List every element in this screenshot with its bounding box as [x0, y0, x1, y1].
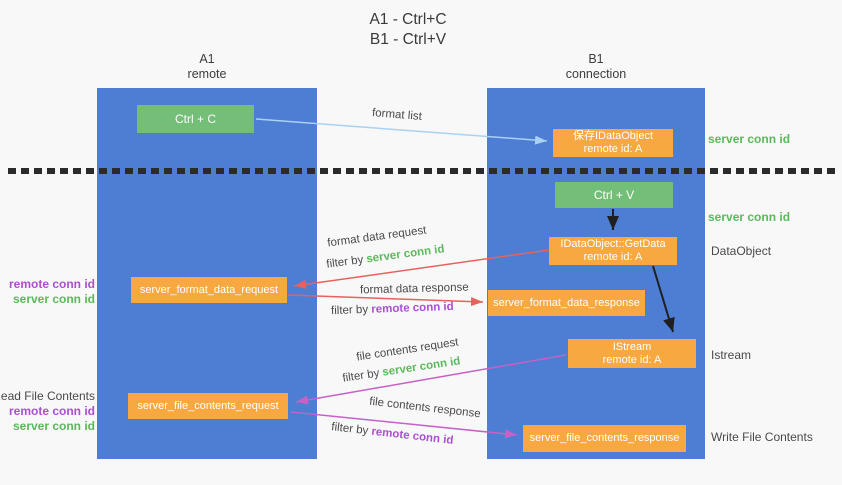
format-data-response-arrow	[287, 294, 484, 307]
remote-conn-id-text: remote conn id	[371, 300, 454, 316]
node-server-file-contents-request: server_file_contents_request	[128, 393, 288, 419]
format-data-response-label: format data response	[359, 281, 469, 297]
server-conn-id-text: server conn id	[365, 243, 446, 266]
filter-by-text: filter by	[325, 253, 365, 271]
dataobject-annotation: DataObject	[711, 244, 772, 258]
format-data-response-filter-label: filter by remote conn id	[331, 301, 454, 317]
right-server-conn-id-top: server conn id	[708, 132, 791, 146]
node-save-idataobject-line1: 保存IDataObject	[572, 130, 654, 142]
node-idataobject-getdata-line1: IDataObject::GetData	[560, 238, 666, 250]
node-save-idataobject-line2: remote id: A	[583, 143, 643, 155]
node-istream-line2: remote id: A	[602, 353, 662, 366]
node-ctrl-c-label: Ctrl + C	[174, 111, 216, 126]
node-idataobject-getdata-line2: remote id: A	[583, 251, 643, 263]
diagram-title: A1 - Ctrl+C B1 - Ctrl+V	[0, 10, 816, 50]
filter-by-text: filter by	[330, 303, 369, 318]
right-column-header: B1 connection	[487, 52, 705, 82]
node-istream-line1: IStream	[612, 340, 652, 353]
left-server-conn-id-1: server conn id	[12, 292, 95, 306]
node-server-file-contents-response-label: server_file_contents_response	[529, 432, 680, 444]
session-divider-line	[8, 168, 835, 174]
file-contents-response-label: file contents response	[368, 395, 482, 421]
server-conn-id-text: server conn id	[381, 355, 462, 379]
write-file-contents-annotation: Write File Contents	[711, 430, 813, 444]
format-list-label: format list	[371, 107, 423, 123]
node-ctrl-v-label: Ctrl + V	[593, 187, 635, 202]
node-idataobject-getdata: IDataObject::GetData remote id: A	[549, 237, 677, 265]
node-istream: IStream remote id: A	[568, 339, 696, 368]
node-ctrl-c: Ctrl + C	[137, 105, 254, 133]
left-column-subtitle: remote	[187, 67, 227, 81]
left-conn-id-stack-top: remote conn id server conn id	[9, 277, 95, 307]
node-server-file-contents-response: server_file_contents_response	[523, 425, 686, 452]
node-server-format-data-request-label: server_format_data_request	[139, 283, 279, 296]
filter-by-text: filter by	[330, 421, 369, 438]
left-server-conn-id-2: server conn id	[12, 419, 95, 433]
right-column-subtitle: connection	[565, 67, 627, 81]
left-remote-conn-id-2: remote conn id	[8, 404, 95, 418]
file-contents-response-filter-label: filter by remote conn id	[331, 421, 454, 447]
node-save-idataobject: 保存IDataObject remote id: A	[553, 129, 673, 157]
node-server-format-data-request: server_format_data_request	[131, 277, 287, 303]
right-server-conn-id-mid: server conn id	[708, 210, 791, 224]
node-server-format-data-response: server_format_data_response	[488, 290, 645, 316]
left-column-header: A1 remote	[97, 52, 317, 82]
node-server-format-data-response-label: server_format_data_response	[493, 296, 640, 309]
read-file-contents-annotation: Read File Contents	[0, 389, 95, 403]
filter-by-text: filter by	[341, 367, 381, 385]
right-column-name: B1	[588, 52, 604, 66]
title-line-2: B1 - Ctrl+V	[369, 31, 447, 48]
left-conn-id-stack-bottom: Read File Contents remote conn id server…	[0, 389, 95, 434]
node-server-file-contents-request-label: server_file_contents_request	[137, 399, 279, 412]
format-data-request-label: format data request	[326, 224, 428, 250]
node-ctrl-v: Ctrl + V	[555, 182, 673, 208]
left-remote-conn-id-1: remote conn id	[8, 277, 95, 291]
remote-conn-id-text: remote conn id	[370, 425, 455, 447]
title-line-1: A1 - Ctrl+C	[369, 11, 447, 28]
left-column-name: A1	[199, 52, 215, 66]
istream-annotation: Istream	[711, 348, 752, 362]
